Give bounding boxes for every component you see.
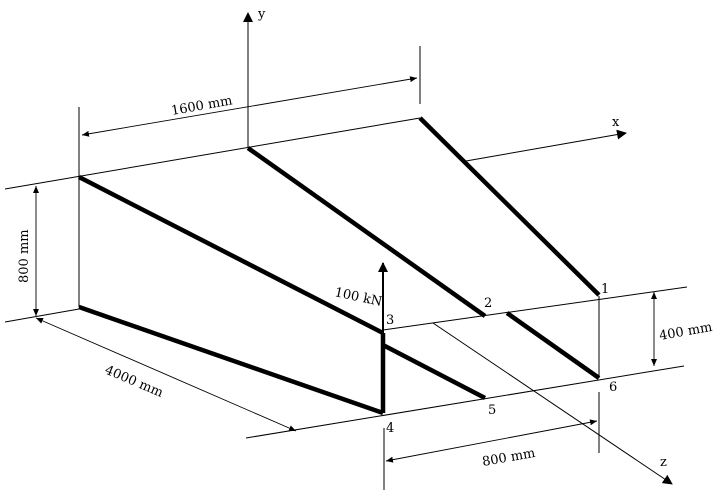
dimension-800-left-label: 800 mm: [17, 229, 32, 283]
dimension-4000-label: 4000 mm: [102, 363, 165, 401]
x-axis-label: x: [612, 115, 620, 130]
member-3-to-5: [381, 343, 487, 400]
member-top-left-to-3: [77, 174, 385, 336]
node-1-label: 1: [601, 282, 609, 297]
node-6-label: 6: [609, 380, 617, 395]
node-5-label: 5: [488, 403, 496, 418]
dimension-line-4000: [35, 317, 297, 432]
node3-to-node1-line: [382, 286, 688, 331]
node-2-label: 2: [484, 296, 492, 311]
dimension-400-label: 400 mm: [658, 320, 713, 344]
y-axis-label: y: [257, 7, 266, 22]
z-axis-label: z: [660, 455, 667, 470]
dimension-line-1600: [81, 76, 418, 137]
z-axis: [432, 322, 673, 485]
bottom-left-reference-line: [4, 308, 80, 323]
top-reference-line: [4, 117, 421, 190]
load-label: 100 kN: [333, 285, 383, 310]
member-bottom-left-to-4: [78, 304, 384, 416]
dimension-1600-label: 1600 mm: [170, 93, 234, 119]
member-top-right-to-1: [418, 116, 601, 297]
member-2-to-6: [505, 311, 601, 380]
x-axis: [465, 129, 627, 162]
node4-to-node6-line: [245, 365, 685, 439]
dimension-line-800-bottom: [385, 419, 598, 463]
node-4-label: 4: [386, 421, 394, 436]
member-top-mid-to-2: [246, 146, 487, 318]
node-3-label: 3: [386, 313, 394, 328]
dimension-800-bottom-label: 800 mm: [481, 446, 536, 470]
